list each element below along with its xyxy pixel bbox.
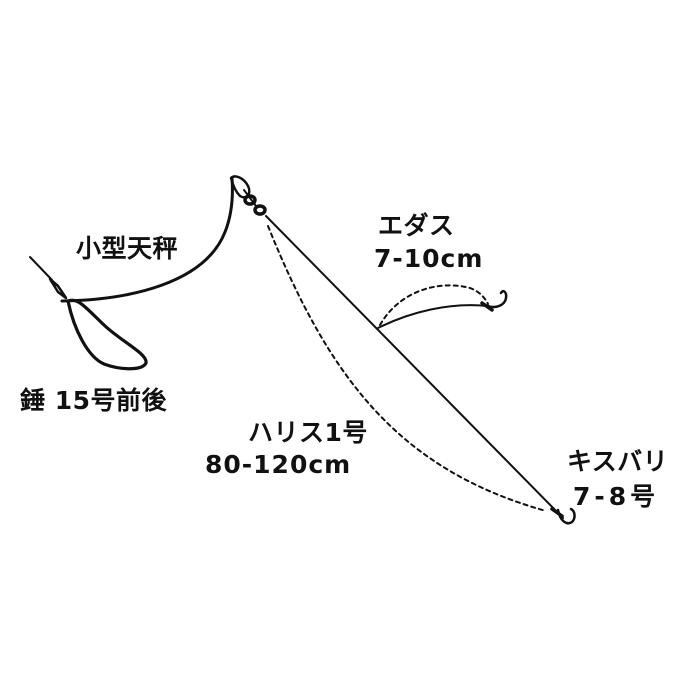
hook-knot — [550, 507, 564, 518]
edasu-knot — [480, 301, 494, 312]
edasu-solid-line — [377, 304, 489, 329]
edasu-hook-icon — [486, 289, 508, 309]
main-hook-icon — [556, 507, 576, 525]
hook-size-label: 7-8号 — [573, 482, 660, 511]
harisu-length-label: 80-120cm — [205, 450, 352, 479]
harisu-label: ハリス1号 — [248, 418, 368, 447]
sinker-swivel — [48, 277, 68, 300]
swivel-lower — [253, 204, 267, 216]
tenbin-arm — [60, 176, 234, 303]
tenbin-label: 小型天秤 — [76, 234, 179, 263]
sinker-label: 錘 15号前後 — [20, 386, 167, 415]
sinker — [66, 298, 148, 371]
hook-label: キスバリ — [567, 447, 669, 476]
edasu-length-label: 7-10cm — [374, 244, 484, 273]
harisu-dashed-line — [267, 225, 547, 512]
edasu-label: エダス — [378, 211, 455, 240]
edasu-dashed-line — [379, 284, 489, 326]
harisu-solid-line — [265, 215, 564, 519]
main-line — [29, 256, 53, 281]
swivel-upper — [243, 194, 257, 206]
swivel-link — [243, 189, 257, 207]
